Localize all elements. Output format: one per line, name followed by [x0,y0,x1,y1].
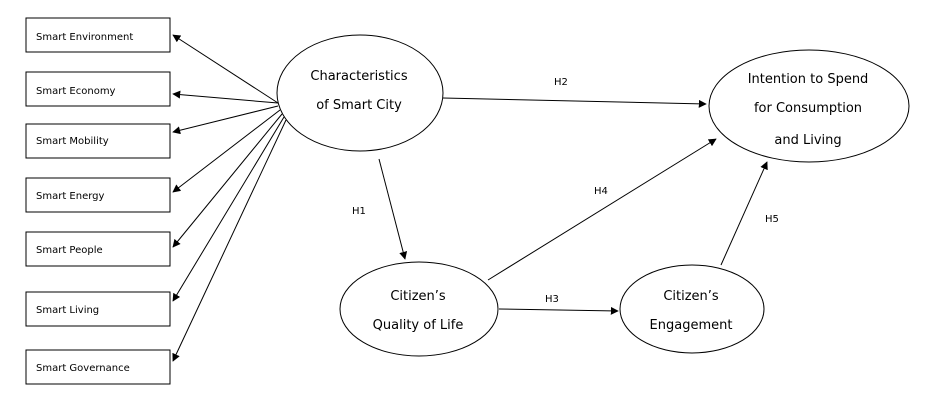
arrow-to-smart-mobility [172,105,279,135]
node-label-line: for Consumption [754,101,862,116]
node-intention-to-spend: Intention to Spend for Consumption and L… [708,49,910,163]
factor-label: Smart Environment [36,32,133,43]
node-label-line: Citizen’s [663,289,719,304]
arrow-h2 [442,97,707,108]
hypothesis-label-h2: H2 [554,77,568,88]
factor-label: Smart People [36,245,103,256]
factor-box-smart-energy: Smart Energy [25,177,171,213]
arrow-h5 [720,161,768,266]
factor-label: Smart Energy [36,191,105,202]
factor-box-smart-people: Smart People [25,231,171,267]
node-label-line: of Smart City [316,98,402,113]
arrow-h3 [498,306,619,315]
arrow-to-smart-living [172,116,285,302]
node-label-line: Citizen’s [390,289,446,304]
arrow-to-smart-economy [172,90,279,104]
factor-box-smart-environment: Smart Environment [25,17,171,53]
factor-box-smart-economy: Smart Economy [25,71,171,107]
arrow-to-smart-environment [172,34,279,104]
node-citizens-engagement: Citizen’s Engagement [619,264,765,354]
factor-box-smart-mobility: Smart Mobility [25,123,171,159]
factor-label: Smart Living [36,305,99,316]
arrow-to-smart-people [172,113,283,248]
node-label-line: Characteristics [310,69,407,84]
factor-box-smart-living: Smart Living [25,291,171,327]
node-label-line: Engagement [650,318,733,333]
arrow-to-smart-governance [172,119,287,362]
node-label-line: and Living [774,133,841,148]
arrow-h4 [487,138,717,281]
hypothesis-arrows [378,97,768,315]
hypothesis-label-h4: H4 [594,186,608,197]
node-label-line: Quality of Life [373,318,464,333]
node-characteristics-of-smart-city: Characteristics of Smart City [276,34,444,152]
arrow-h1 [378,158,408,260]
factor-arrows [172,34,287,362]
node-label-line: Intention to Spend [748,72,869,87]
node-citizens-quality-of-life: Citizen’s Quality of Life [339,261,499,357]
hypothesis-label-h5: H5 [765,214,779,225]
arrow-to-smart-energy [172,109,281,193]
factor-label: Smart Economy [36,86,116,97]
factor-label: Smart Governance [36,363,130,374]
factor-box-smart-governance: Smart Governance [25,349,171,385]
hypothesis-label-h3: H3 [545,294,559,305]
hypothesis-label-h1: H1 [352,206,366,217]
factor-label: Smart Mobility [36,136,109,147]
